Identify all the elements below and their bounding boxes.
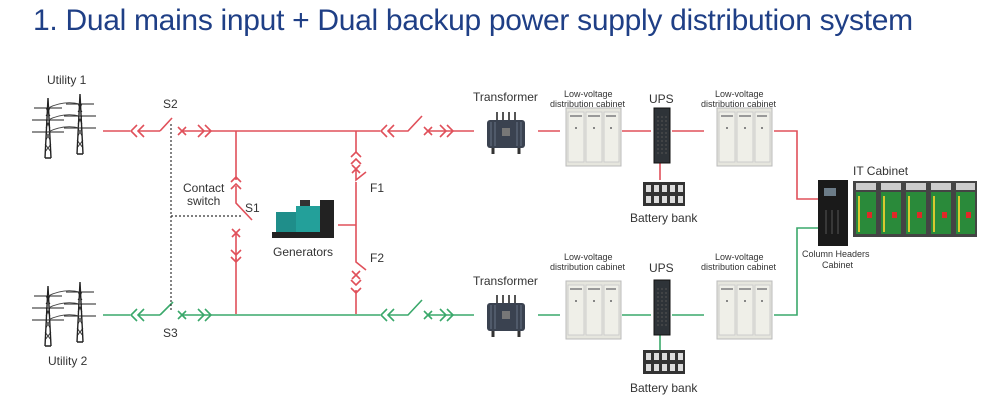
generators-label: Generators — [273, 245, 333, 259]
column-headers-label-2: Cabinet — [822, 260, 854, 270]
lv-cabinet-a1-label-2: distribution cabinet — [550, 99, 626, 109]
transformer-b-icon — [485, 293, 527, 339]
transformer-a-icon — [485, 110, 527, 156]
lv-cabinet-b1-label-2: distribution cabinet — [550, 262, 626, 272]
battery-bank-b-label: Battery bank — [630, 381, 698, 395]
switch-s3-label: S3 — [163, 326, 178, 340]
column-headers-cabinet-icon — [818, 180, 848, 246]
lv-cabinet-b2-label-2: distribution cabinet — [701, 262, 777, 272]
lv-cabinet-a2-icon — [716, 107, 773, 167]
column-headers-label-1: Column Headers — [802, 249, 870, 259]
lv-cabinet-a2-label-2: distribution cabinet — [701, 99, 777, 109]
ups-a-label: UPS — [649, 92, 674, 106]
switch-s2 — [159, 117, 173, 132]
switch-f1-label: F1 — [370, 181, 384, 195]
contact-switch-label-1: Contact — [183, 181, 225, 195]
contact-switch-control-line — [170, 124, 243, 310]
utility-2-label: Utility 2 — [48, 354, 88, 368]
mains-line-a — [103, 115, 818, 314]
lv-cabinet-b2-label-1: Low-voltage — [715, 252, 764, 262]
contact-switch-label-2: switch — [187, 194, 220, 208]
switch-f2-label: F2 — [370, 251, 384, 265]
utility-1-tower-icon — [31, 93, 97, 159]
switch-s1-label: S1 — [245, 201, 260, 215]
lv-cabinet-a1-label-1: Low-voltage — [564, 89, 613, 99]
lv-cabinet-b1-icon — [565, 280, 622, 340]
battery-bank-a-icon — [643, 182, 685, 206]
switch-s2-label: S2 — [163, 97, 178, 111]
transformer-b-label: Transformer — [473, 274, 538, 288]
it-cabinet-icon — [853, 181, 977, 237]
ups-b-label: UPS — [649, 261, 674, 275]
lv-cabinet-b1-label-1: Low-voltage — [564, 252, 613, 262]
mains-line-b — [103, 227, 818, 350]
lv-cabinet-a2-label-1: Low-voltage — [715, 89, 764, 99]
ups-b-icon — [653, 279, 671, 336]
transformer-a-label: Transformer — [473, 90, 538, 104]
battery-bank-b-icon — [643, 350, 685, 374]
generator-icon — [272, 200, 334, 238]
ups-a-icon — [653, 107, 671, 164]
utility-2-tower-icon — [31, 281, 97, 347]
lv-cabinet-a1-icon — [565, 107, 622, 167]
lv-cabinet-b2-icon — [716, 280, 773, 340]
utility-1-label: Utility 1 — [47, 73, 87, 87]
it-cabinet-label: IT Cabinet — [853, 164, 909, 178]
battery-bank-a-label: Battery bank — [630, 211, 698, 225]
diagram-title: 1. Dual mains input + Dual backup power … — [33, 4, 913, 37]
